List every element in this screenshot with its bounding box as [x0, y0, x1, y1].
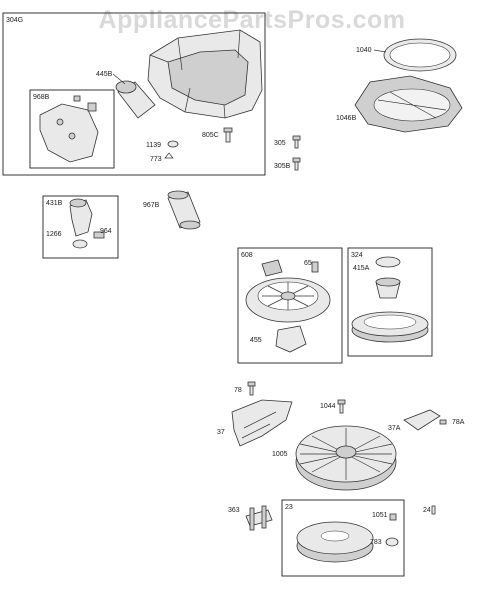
label-967B: 967B	[143, 202, 160, 209]
starter-pulley-part[interactable]	[245, 277, 331, 323]
label-1046B: 1046B	[336, 115, 357, 122]
label-305: 305	[274, 140, 286, 147]
bracket-363-part[interactable]	[245, 505, 273, 531]
group-box-324	[347, 247, 433, 357]
washer-1139-part[interactable]	[167, 140, 179, 148]
label-455: 455	[250, 337, 262, 344]
label-1005: 1005	[272, 451, 288, 458]
label-1040: 1040	[356, 47, 372, 54]
screw-305-part[interactable]	[292, 135, 301, 149]
label-773: 773	[150, 156, 162, 163]
label-305B: 305B	[274, 163, 291, 170]
group-label-608: 608	[241, 252, 253, 259]
nut-783-part[interactable]	[385, 537, 399, 547]
tube-967B-part[interactable]	[167, 190, 201, 230]
group-label-968B: 968B	[33, 94, 50, 101]
group-box-431B	[42, 195, 119, 259]
bracket-968B-part[interactable]	[73, 95, 97, 112]
label-445B: 445B	[96, 71, 113, 78]
key-1051-part[interactable]	[389, 513, 397, 521]
flywheel-1005-part[interactable]	[295, 425, 397, 491]
group-label-431B: 431B	[46, 200, 63, 207]
screw-1044-part[interactable]	[337, 399, 346, 414]
watermark: AppliancePartsPros.com	[99, 6, 406, 34]
elbow-431B-part[interactable]	[69, 198, 93, 237]
group-label-324: 324	[351, 252, 363, 259]
bracket-37A-part[interactable]	[403, 409, 441, 431]
group-box-968B	[29, 89, 115, 169]
part-24[interactable]	[431, 505, 436, 515]
label-1051: 1051	[372, 512, 388, 519]
starter-rope-handle-part[interactable]	[261, 259, 283, 277]
group-label-23: 23	[285, 504, 293, 511]
group-box-304G	[2, 12, 266, 176]
group-box-23	[281, 499, 405, 577]
group-box-608	[237, 247, 343, 364]
flywheel-ring-23-part[interactable]	[296, 521, 374, 563]
blower-housing-part[interactable]	[147, 29, 263, 119]
seal-1266-part[interactable]	[72, 239, 88, 249]
rotating-screen-1046B-part[interactable]	[354, 75, 463, 133]
clip-773-part[interactable]	[164, 152, 174, 159]
screw-805C-part[interactable]	[223, 127, 233, 143]
label-78: 78	[234, 387, 242, 394]
label-1139: 1139	[146, 142, 161, 149]
label-24: 24	[423, 507, 431, 514]
label-783: 783	[370, 539, 382, 546]
hub-324-part[interactable]	[375, 277, 401, 299]
label-415A: 415A	[353, 265, 370, 272]
label-805C: 805C	[202, 132, 219, 139]
debris-guard-part[interactable]	[39, 103, 99, 163]
label-78A: 78A	[452, 419, 465, 426]
label-363: 363	[228, 507, 240, 514]
screw-78A-part[interactable]	[439, 419, 447, 425]
starter-cup-455-part[interactable]	[275, 325, 307, 353]
cover-plate-324-part[interactable]	[351, 311, 429, 343]
label-964: 964	[100, 228, 112, 235]
part-964[interactable]	[93, 231, 105, 239]
air-vane-37-part[interactable]	[231, 399, 293, 447]
screw-305B-part[interactable]	[292, 157, 301, 171]
part-65[interactable]	[311, 261, 319, 273]
label-1266: 1266	[46, 231, 62, 238]
label-65: 65	[304, 260, 312, 267]
group-label-304G: 304G	[6, 17, 23, 24]
label-1044: 1044	[320, 403, 336, 410]
label-37: 37	[217, 429, 225, 436]
screen-ring-1040-part[interactable]	[383, 38, 457, 72]
air-guide-tube-part[interactable]	[115, 80, 156, 119]
screw-78-part[interactable]	[247, 381, 256, 396]
label-37A: 37A	[388, 425, 401, 432]
seal-415A-part[interactable]	[375, 256, 401, 268]
